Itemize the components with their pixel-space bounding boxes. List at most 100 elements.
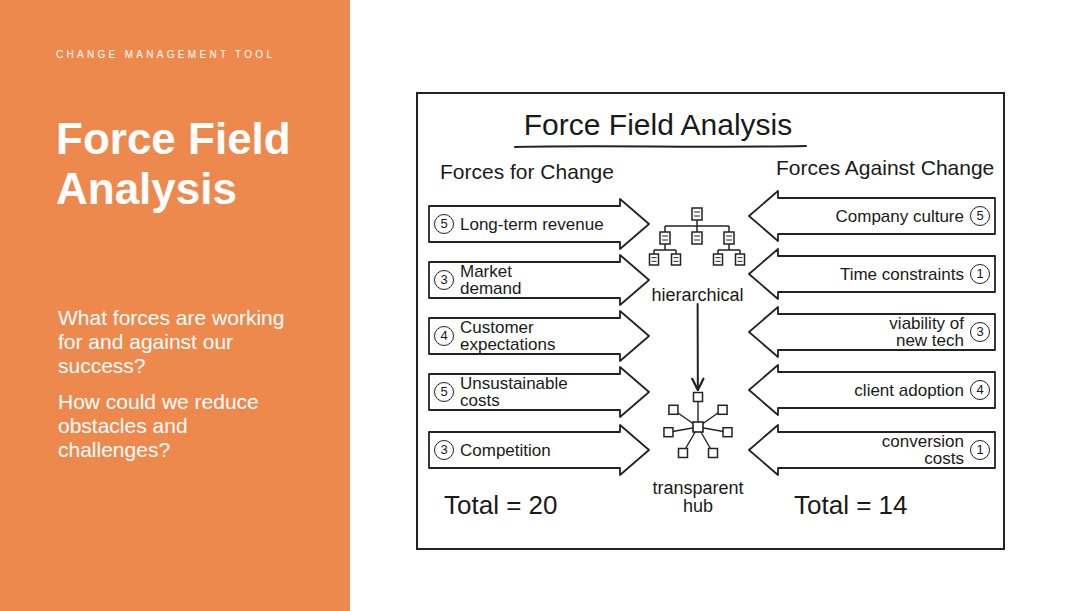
tree-line	[718, 249, 740, 251]
tree-box	[672, 254, 681, 265]
tree-box-stripe	[716, 261, 721, 262]
tree-line	[696, 220, 698, 226]
arrow-shape	[749, 425, 995, 475]
tree-line	[664, 244, 666, 250]
force-arrow: client adoption 4	[748, 364, 996, 416]
weight-number: 3	[434, 270, 454, 290]
weight-number: 1	[970, 440, 990, 460]
hub-drawing	[643, 390, 753, 466]
column-heading: Forces for Change	[440, 160, 680, 184]
hub-box	[694, 393, 703, 402]
title-underline	[515, 146, 806, 147]
tree-box-stripe	[652, 257, 657, 258]
tree-box-stripe	[716, 257, 721, 258]
hub-box	[664, 428, 673, 437]
hub-box	[723, 428, 732, 437]
force-arrow: 4 Customer expectations	[428, 310, 650, 362]
force-arrow: 3 Market demand	[428, 254, 650, 306]
icon-caption: transparent hub	[643, 479, 753, 515]
tree-line	[664, 226, 666, 232]
force-label: Company culture	[814, 208, 964, 225]
column-heading: Forces Against Change	[776, 156, 1002, 180]
tree-box	[736, 254, 745, 265]
tree-line	[696, 226, 698, 232]
arrow-shape	[749, 365, 995, 415]
force-label: conversion costs	[872, 433, 964, 467]
tree-box-stripe	[726, 236, 732, 237]
icon-caption: hierarchical	[640, 286, 755, 304]
weight-number: 4	[970, 380, 990, 400]
total-text: Total = 20	[444, 490, 614, 520]
question-text: How could we reduce obstacles and challe…	[58, 390, 293, 462]
arrow-shape	[749, 191, 995, 241]
tree-box	[660, 232, 670, 244]
tree-box	[650, 254, 659, 265]
hierarchy-drawing	[640, 206, 755, 268]
slide-title: Force Field Analysis	[56, 114, 326, 214]
tree-line	[654, 249, 676, 251]
tree-box-stripe	[694, 240, 700, 241]
tree-box-stripe	[694, 216, 700, 217]
weight-number: 5	[434, 382, 454, 402]
tree-box	[714, 254, 723, 265]
tree-line	[728, 226, 730, 232]
tree-box-stripe	[738, 261, 743, 262]
hub-box	[679, 448, 688, 457]
hub-center	[693, 422, 703, 432]
weight-number: 4	[434, 326, 454, 346]
weight-number: 3	[434, 440, 454, 460]
tree-box-stripe	[662, 236, 668, 237]
sketch-title: Force Field Analysis	[518, 108, 798, 142]
force-label: Time constraints	[814, 266, 964, 283]
arrow-shape	[429, 367, 649, 417]
sketch-frame: Force Field AnalysisForces for Change For…	[416, 92, 1005, 550]
force-arrow: 5 Long-term revenue	[428, 198, 650, 250]
force-arrow: Time constraints 1	[748, 248, 996, 300]
force-arrow: conversion costs 1	[748, 424, 996, 476]
weight-number: 1	[970, 264, 990, 284]
arrow-shape	[749, 249, 995, 299]
hub-box	[669, 405, 678, 414]
hierarchy-icon: hierarchical	[640, 206, 755, 304]
tree-box-stripe	[652, 261, 657, 262]
force-label: Competition	[460, 442, 610, 459]
tree-box	[692, 208, 702, 220]
connector-arrow	[697, 304, 699, 390]
tree-box	[692, 232, 702, 244]
force-arrow: 5Unsustainable costs	[428, 366, 650, 418]
hub-box	[718, 405, 727, 414]
force-label: Market demand	[460, 263, 535, 297]
arrow-shape	[749, 307, 995, 357]
tree-line	[728, 244, 730, 250]
arrow-shape	[429, 425, 649, 475]
tree-box-stripe	[694, 236, 700, 237]
force-label: client adoption	[824, 382, 964, 399]
tree-box-stripe	[662, 240, 668, 241]
tree-box-stripe	[674, 257, 679, 258]
hub-box	[709, 448, 718, 457]
tree-box-stripe	[694, 212, 700, 213]
arrow-shape	[429, 311, 649, 361]
arrow-shape	[429, 199, 649, 249]
tree-box	[724, 232, 734, 244]
hub-icon: transparent hub	[643, 390, 753, 515]
question-text: What forces are working for and against …	[58, 306, 308, 378]
weight-number: 3	[970, 322, 990, 342]
total-text: Total = 14	[794, 490, 964, 520]
weight-number: 5	[970, 206, 990, 226]
tree-box-stripe	[738, 257, 743, 258]
weight-number: 5	[434, 214, 454, 234]
force-arrow: Company culture 5	[748, 190, 996, 242]
force-label: Customer expectations	[460, 319, 562, 353]
kicker-text: CHANGE MANAGEMENT TOOL	[56, 49, 346, 61]
force-label: Long-term revenue	[460, 216, 620, 233]
tree-box-stripe	[674, 261, 679, 262]
force-arrow: viability of new tech3	[748, 306, 996, 358]
tree-box-stripe	[726, 240, 732, 241]
force-arrow: 3 Competition	[428, 424, 650, 476]
arrow-shape	[429, 255, 649, 305]
side-panel: CHANGE MANAGEMENT TOOL Force Field Analys…	[0, 0, 350, 611]
